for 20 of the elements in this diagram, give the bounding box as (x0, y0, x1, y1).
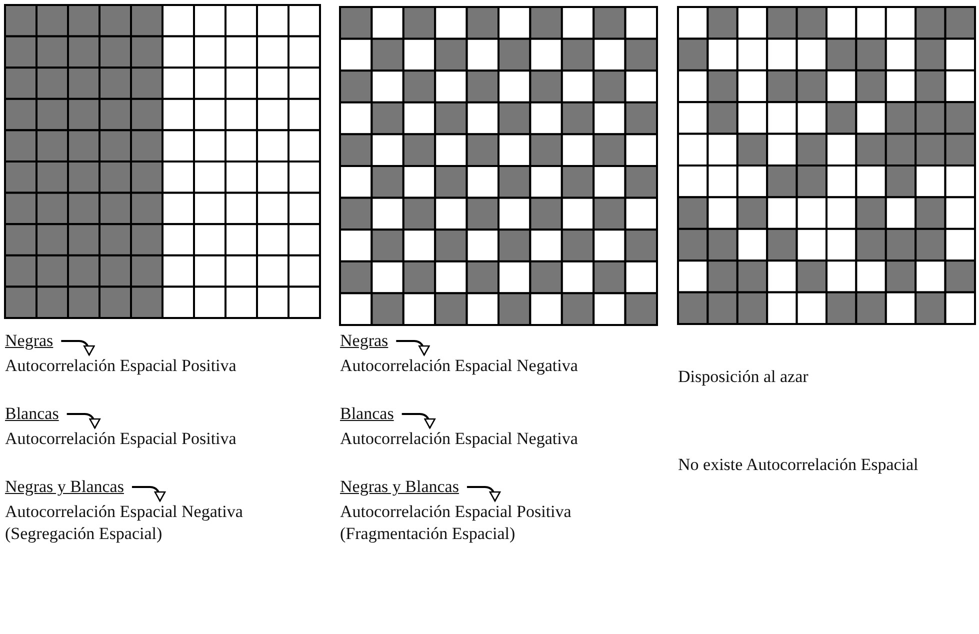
note-text: Disposición al azar (678, 366, 810, 388)
heading-text: Blancas (340, 403, 394, 425)
heading-text: Negras y Blancas (5, 476, 124, 498)
description-text: Autocorrelación Espacial Negativa (Segregación Espacial) (5, 501, 273, 545)
description-text: Autocorrelación Espacial Positiva (5, 428, 273, 450)
note-text: No existe Autocorrelación Espacial (678, 454, 920, 476)
heading-text: Blancas (5, 403, 59, 425)
curved-arrow (61, 340, 95, 356)
heading-text: Negras y Blancas (340, 476, 459, 498)
description-text: Autocorrelación Espacial Negativa (340, 355, 608, 377)
description-text: Autocorrelación Espacial Negativa (340, 428, 608, 450)
heading-text: Negras (340, 330, 388, 352)
curved-arrow (396, 340, 430, 356)
curved-arrow (466, 486, 500, 502)
curved-arrow (402, 413, 436, 429)
description-text: Autocorrelación Espacial Positiva (Fragmentación Espacial) (340, 501, 608, 545)
curved-arrow (66, 413, 100, 429)
description-text: Autocorrelación Espacial Positiva (5, 355, 273, 377)
heading-text: Negras (5, 330, 54, 352)
curved-arrow (132, 486, 166, 502)
